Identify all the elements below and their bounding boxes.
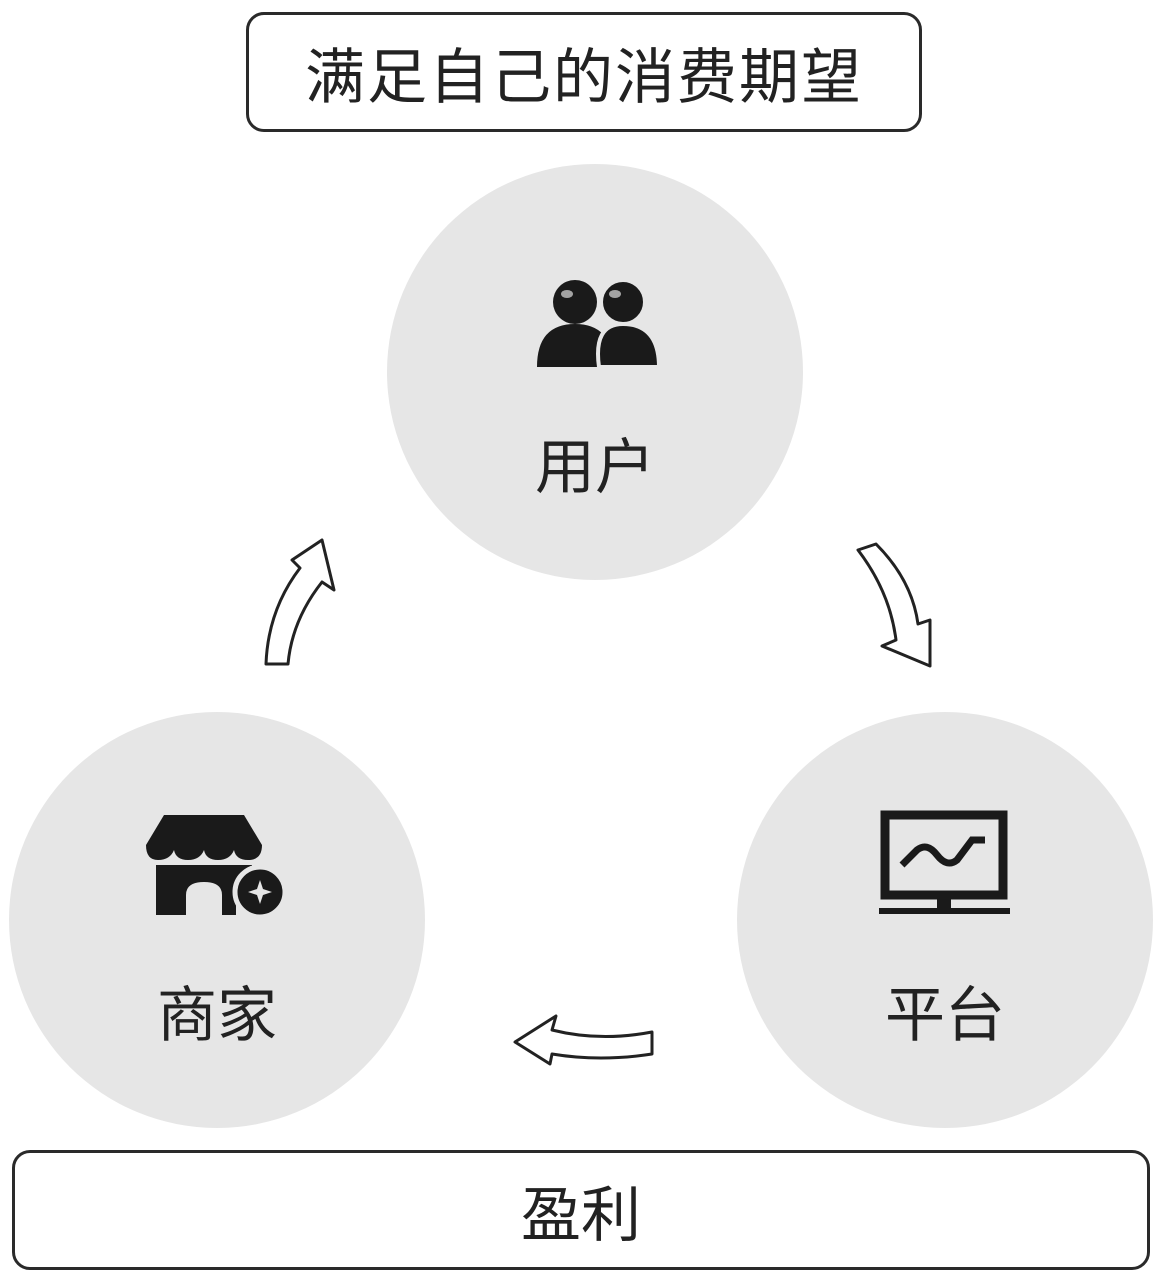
merchant-label: 商家: [157, 981, 277, 1051]
monitor-chart-icon: [879, 810, 1010, 914]
arrow-user-to-platform: [856, 542, 932, 668]
profit-banner: 盈利: [12, 1150, 1150, 1270]
users-icon: [537, 278, 662, 369]
user-label: 用户: [535, 433, 655, 503]
arrow-merchant-to-user: [264, 538, 336, 666]
platform-node: 平台: [737, 712, 1153, 1128]
profit-text: 盈利: [521, 1180, 641, 1251]
arrow-platform-to-merchant: [513, 1014, 654, 1066]
expectation-text: 满足自己的消费期望: [305, 42, 863, 113]
user-node: 用户: [387, 164, 803, 580]
platform-label: 平台: [885, 981, 1005, 1051]
store-icon: [146, 815, 288, 920]
merchant-node: 商家: [9, 712, 425, 1128]
expectation-banner: 满足自己的消费期望: [246, 12, 922, 132]
